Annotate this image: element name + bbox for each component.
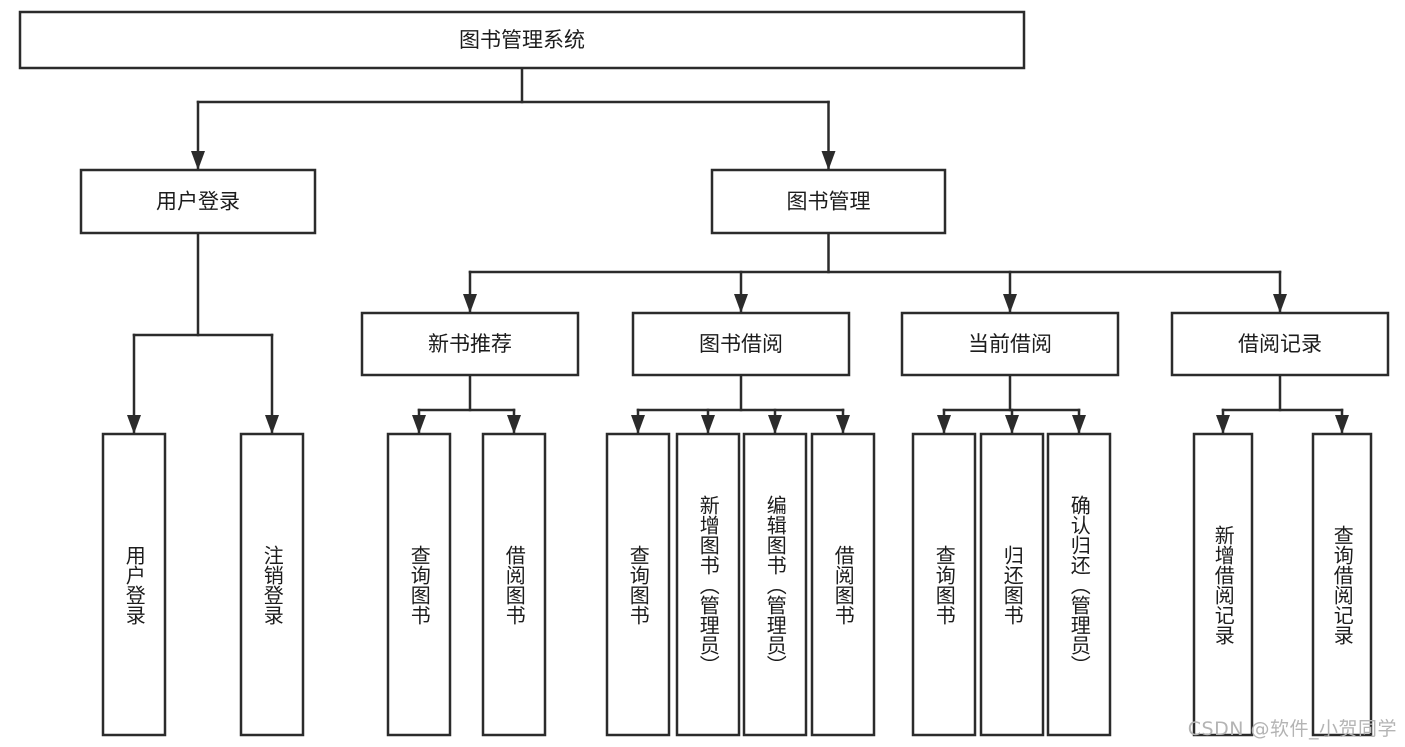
- node-box-borrow-record[interactable]: [1170, 311, 1390, 377]
- node-box-root[interactable]: [18, 10, 1026, 70]
- node-label-borrow-record: 借阅记录: [1238, 332, 1322, 356]
- node-box-leaf-borrow-book-1[interactable]: [481, 432, 547, 737]
- arrow-head-icon-leaf-confirm-return: [1072, 415, 1086, 434]
- arrow-head-icon-user-login: [191, 151, 205, 170]
- node-leaf-query-book-1[interactable]: [386, 432, 452, 737]
- arrow-head-icon-borrow-record: [1273, 294, 1287, 313]
- node-leaf-logout[interactable]: [239, 432, 305, 737]
- node-box-leaf-add-book[interactable]: [675, 432, 741, 737]
- node-leaf-borrow-book-1[interactable]: [481, 432, 547, 737]
- node-leaf-add-book[interactable]: [675, 432, 741, 737]
- connectors-layer: [127, 66, 1349, 435]
- node-leaf-query-book-3[interactable]: [911, 432, 977, 737]
- node-box-leaf-confirm-return[interactable]: [1046, 432, 1112, 737]
- arrow-head-icon-leaf-add-book: [701, 415, 715, 434]
- node-box-leaf-query-book-3[interactable]: [911, 432, 977, 737]
- node-label-book-manage: 图书管理: [787, 190, 871, 214]
- arrow-head-icon-leaf-user-login: [127, 415, 141, 434]
- node-label-root: 图书管理系统: [459, 28, 585, 52]
- node-leaf-user-login[interactable]: [101, 432, 167, 737]
- arrow-head-icon-leaf-query-book-3: [937, 415, 951, 434]
- node-label-current-borrow: 当前借阅: [968, 332, 1052, 356]
- node-box-leaf-add-record[interactable]: [1192, 432, 1254, 737]
- arrow-head-icon-leaf-query-book-2: [631, 415, 645, 434]
- node-box-book-borrow[interactable]: [631, 311, 851, 377]
- arrow-head-icon-leaf-return-book: [1005, 415, 1019, 434]
- node-new-book-recommend[interactable]: [360, 311, 580, 377]
- node-borrow-record[interactable]: [1170, 311, 1390, 377]
- node-box-current-borrow[interactable]: [900, 311, 1120, 377]
- node-box-leaf-user-login[interactable]: [101, 432, 167, 737]
- node-leaf-query-book-2[interactable]: [605, 432, 671, 737]
- node-leaf-confirm-return[interactable]: [1046, 432, 1112, 737]
- node-box-leaf-query-record[interactable]: [1311, 432, 1373, 737]
- node-box-leaf-borrow-book-2[interactable]: [810, 432, 876, 737]
- csdn-watermark: CSDN @软件_小贺同学: [1187, 718, 1397, 740]
- node-label-new-book-recommend: 新书推荐: [428, 332, 512, 356]
- arrow-head-icon-leaf-edit-book: [768, 415, 782, 434]
- node-leaf-borrow-book-2[interactable]: [810, 432, 876, 737]
- node-box-leaf-edit-book[interactable]: [742, 432, 808, 737]
- node-box-new-book-recommend[interactable]: [360, 311, 580, 377]
- node-leaf-edit-book[interactable]: [742, 432, 808, 737]
- arrow-head-icon-leaf-logout: [265, 415, 279, 434]
- arrow-head-icon-leaf-borrow-book-2: [836, 415, 850, 434]
- node-current-borrow[interactable]: [900, 311, 1120, 377]
- arrow-head-icon-leaf-query-book-1: [412, 415, 426, 434]
- node-box-leaf-logout[interactable]: [239, 432, 305, 737]
- node-root[interactable]: [18, 10, 1026, 70]
- node-leaf-add-record[interactable]: [1192, 432, 1254, 737]
- arrow-head-icon-leaf-query-record: [1335, 415, 1349, 434]
- arrow-head-icon-leaf-borrow-book-1: [507, 415, 521, 434]
- node-leaf-query-record[interactable]: [1311, 432, 1373, 737]
- arrow-head-icon-current-borrow: [1003, 294, 1017, 313]
- node-book-manage[interactable]: [710, 168, 947, 235]
- node-box-user-login[interactable]: [79, 168, 317, 235]
- node-leaf-return-book[interactable]: [979, 432, 1045, 737]
- node-box-leaf-return-book[interactable]: [979, 432, 1045, 737]
- arrow-head-icon-leaf-add-record: [1216, 415, 1230, 434]
- node-label-book-borrow: 图书借阅: [699, 332, 783, 356]
- node-user-login[interactable]: [79, 168, 317, 235]
- arrow-head-icon-new-book-recommend: [463, 294, 477, 313]
- node-book-borrow[interactable]: [631, 311, 851, 377]
- node-label-user-login: 用户登录: [156, 190, 240, 214]
- arrow-head-icon-book-borrow: [734, 294, 748, 313]
- node-box-leaf-query-book-2[interactable]: [605, 432, 671, 737]
- node-box-leaf-query-book-1[interactable]: [386, 432, 452, 737]
- arrow-head-icon-book-manage: [821, 151, 836, 170]
- node-box-book-manage[interactable]: [710, 168, 947, 235]
